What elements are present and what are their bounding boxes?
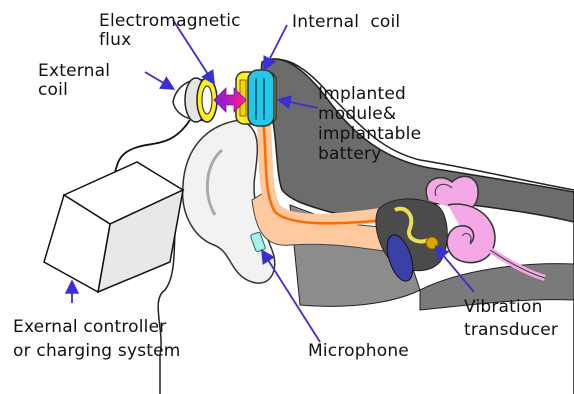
label-vibration-transducer: Vibration transducer: [464, 296, 558, 342]
label-external-controller: Exernal controller or charging system: [13, 315, 181, 363]
label-external-coil: External coil: [38, 62, 110, 100]
label-microphone: Microphone: [308, 342, 409, 361]
vibration-transducer-body: [426, 237, 438, 249]
label-internal-coil: Internal coil: [292, 13, 400, 32]
label-implanted-module: Implanted module& implantable battery: [318, 84, 421, 164]
external-coil: [173, 78, 217, 122]
label-electromagnetic-flux: Electromagnetic flux: [99, 12, 241, 50]
external-controller-box: [44, 162, 183, 292]
